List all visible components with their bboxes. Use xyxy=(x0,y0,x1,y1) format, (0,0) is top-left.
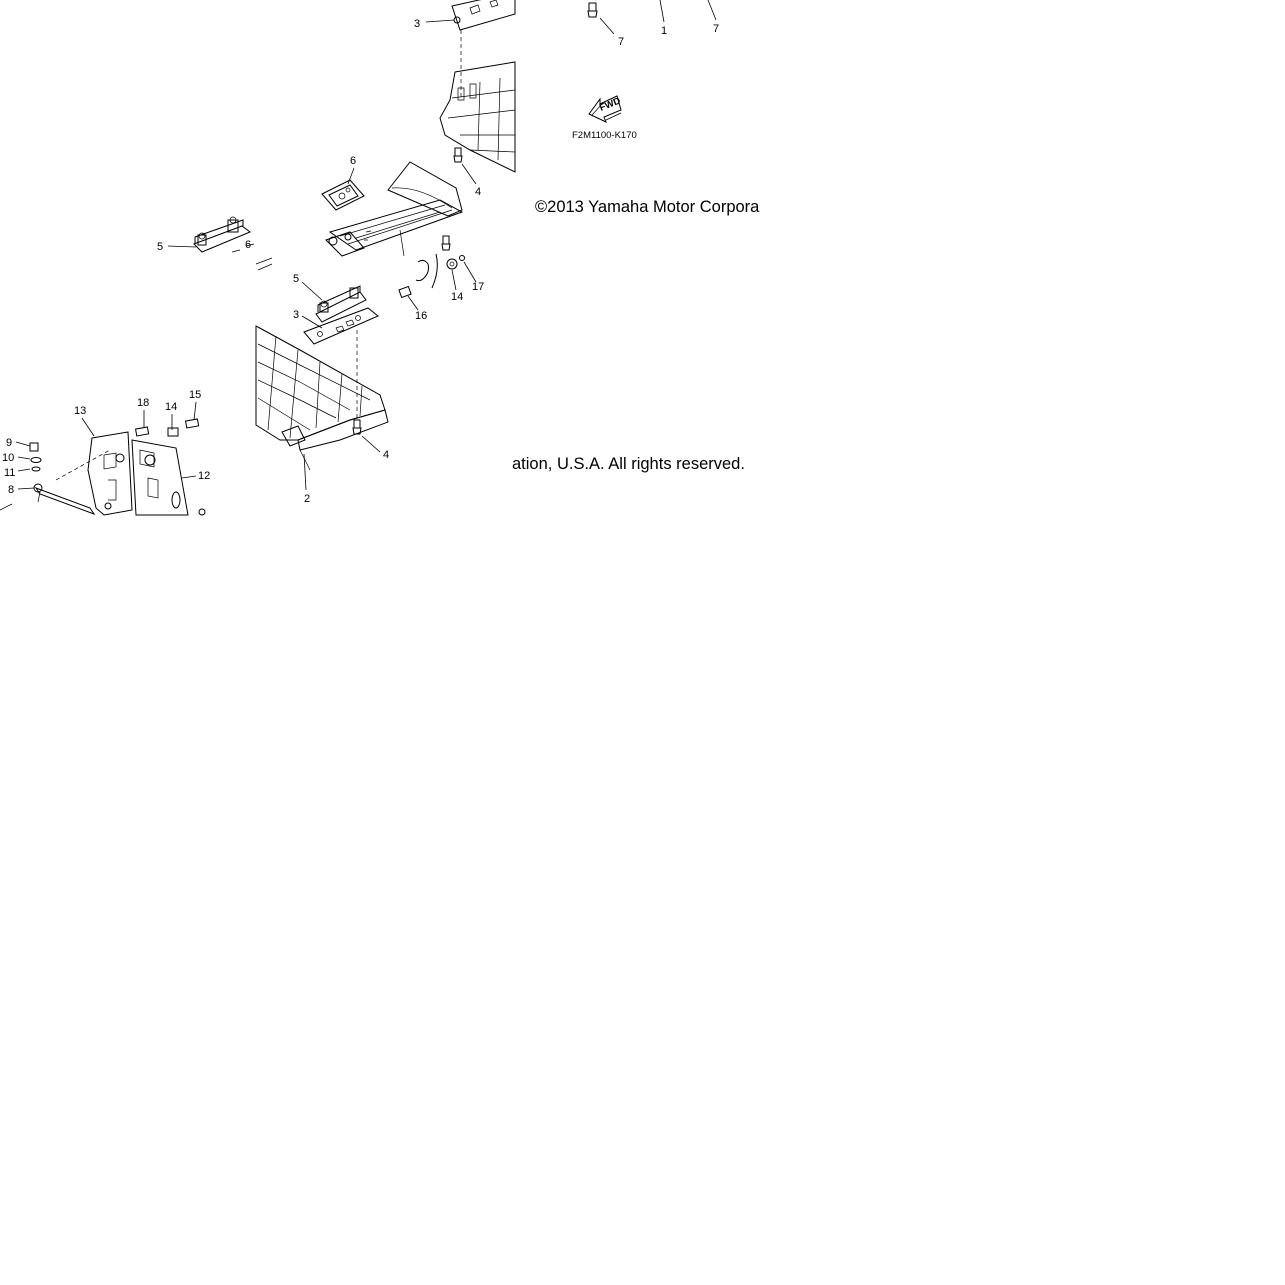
link-rod-part-8 xyxy=(33,483,96,516)
washer-part xyxy=(231,243,255,253)
edge-fragment xyxy=(0,503,13,511)
callout-1: 1 xyxy=(661,25,667,37)
small-hardware-stack xyxy=(29,418,200,472)
hull-edge-line xyxy=(255,257,273,271)
assembly-guide-line-3 xyxy=(55,449,111,481)
deflector-bracket-part xyxy=(325,161,464,257)
callout-4: 4 xyxy=(475,186,481,198)
callout-13: 13 xyxy=(74,405,86,417)
plate-part-12 xyxy=(131,439,189,516)
callout-labels: 3 7 1 7 6 4 5 6 5 14 17 16 3 18 14 15 13… xyxy=(2,18,719,505)
plate-part-13 xyxy=(87,431,133,516)
callout-4: 4 xyxy=(383,449,389,461)
callout-9: 9 xyxy=(6,437,12,449)
clip-hardware xyxy=(398,235,465,299)
callout-14: 14 xyxy=(165,401,177,413)
callout-16: 16 xyxy=(415,310,427,322)
nut-fragment xyxy=(198,508,206,516)
callout-6: 6 xyxy=(245,239,251,251)
pad-part-6 xyxy=(321,179,365,211)
callout-11: 11 xyxy=(4,467,15,479)
callout-8: 8 xyxy=(8,484,14,496)
forward-direction-arrow: FWD xyxy=(588,95,622,123)
top-plate-part xyxy=(451,0,516,31)
callout-3: 3 xyxy=(414,18,420,30)
plate-part-3-mid xyxy=(303,307,379,345)
callout-18: 18 xyxy=(137,397,149,409)
callout-7: 7 xyxy=(618,36,624,48)
callout-3: 3 xyxy=(293,309,299,321)
bolt-part xyxy=(453,147,463,163)
callout-15: 15 xyxy=(189,389,201,401)
bracket-part-5-left xyxy=(193,216,251,253)
callout-14: 14 xyxy=(451,291,463,303)
callout-12: 12 xyxy=(198,470,210,482)
bracket-part-5-mid xyxy=(315,285,367,323)
copyright-text-part-2: ation, U.S.A. All rights reserved. xyxy=(512,455,745,473)
bolt-part-4 xyxy=(352,419,362,435)
bolt-part-7 xyxy=(587,0,598,18)
callout-6: 6 xyxy=(350,155,356,167)
callout-5: 5 xyxy=(293,273,299,285)
callout-2: 2 xyxy=(304,493,310,505)
callout-17: 17 xyxy=(472,281,484,293)
hull-frame-top xyxy=(439,61,516,173)
callout-7: 7 xyxy=(713,23,719,35)
hull-grid-part-2 xyxy=(255,325,389,471)
callout-10: 10 xyxy=(2,452,14,464)
callout-5: 5 xyxy=(157,241,163,253)
diagram-code: F2M1100-K170 xyxy=(572,130,637,141)
leader-lines xyxy=(15,0,717,491)
copyright-text-part-1: ©2013 Yamaha Motor Corpora xyxy=(535,198,760,216)
